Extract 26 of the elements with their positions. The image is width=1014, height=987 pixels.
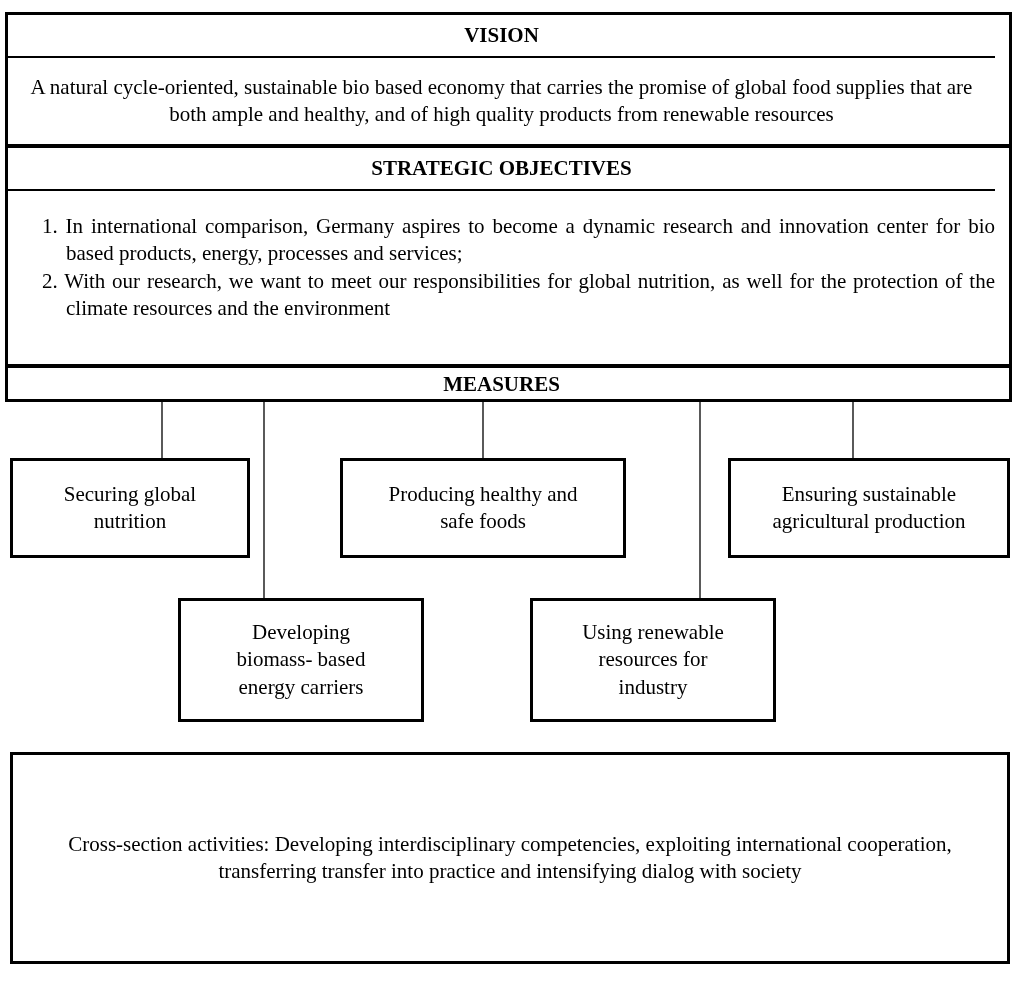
list-item: 1. In international comparison, Germany aspires to become a dynamic research and innovation center for bio based products, energy, processes and services;	[41, 213, 995, 268]
measure-box	[530, 598, 776, 722]
measure-text: Using renewable resources for industry	[581, 619, 725, 701]
connector-line	[852, 401, 854, 459]
measure-text: Producing healthy and safe foods	[387, 480, 579, 535]
measure-box	[728, 458, 1010, 558]
connector-line	[699, 401, 701, 599]
connector-line	[263, 401, 265, 599]
section-heading: STRATEGIC OBJECTIVES	[8, 148, 995, 191]
section-heading: MEASURES	[442, 371, 561, 398]
section-band	[5, 12, 1012, 147]
measure-text: Ensuring sustainable agricultural production	[771, 480, 967, 535]
connector-line	[161, 401, 163, 459]
section-band	[5, 365, 1012, 402]
section-text: A natural cycle-oriented, sustainable bio based economy that carries the promise of global food supplies that are both ample and healthy, and of high quality products from renewable resources	[29, 73, 974, 128]
measure-box	[340, 458, 626, 558]
list-item: 2. With our research, we want to meet our responsibilities for global nutrition, as well for the protection of the climate resources and the environment	[41, 267, 995, 322]
measure-text: Developing biomass- based energy carriers	[235, 619, 367, 701]
measure-box	[178, 598, 424, 722]
measure-text: Securing global nutrition	[62, 480, 198, 535]
section-heading: VISION	[8, 15, 995, 58]
activities-box	[10, 752, 1010, 964]
measure-box	[10, 458, 250, 558]
measure-text: Cross-section activities: Developing interdisciplinary competencies, exploiting international cooperation, transferring transfer into practice and intensifying dialog with society	[67, 830, 953, 885]
connector-line	[482, 401, 484, 459]
section-band	[5, 145, 1012, 367]
